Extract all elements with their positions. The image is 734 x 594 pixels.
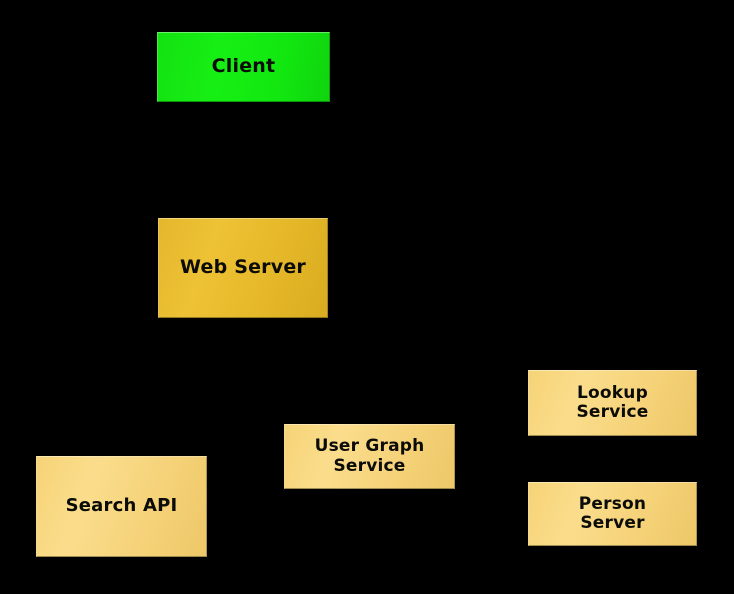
node-label-web-server: Web Server bbox=[180, 256, 306, 279]
diagram-node-person-server[interactable]: Person Server bbox=[528, 482, 697, 546]
diagram-node-user-graph-service[interactable]: User Graph Service bbox=[284, 424, 455, 489]
node-label-client: Client bbox=[211, 55, 276, 78]
node-label-lookup-service: Lookup Service bbox=[576, 382, 649, 422]
node-label-person-server: Person Server bbox=[578, 493, 647, 533]
diagram-node-lookup-service[interactable]: Lookup Service bbox=[528, 370, 697, 436]
diagram-node-search-api[interactable]: Search API bbox=[36, 456, 207, 557]
node-label-search-api: Search API bbox=[65, 495, 178, 517]
node-label-user-graph-service: User Graph Service bbox=[314, 436, 425, 476]
diagram-node-client[interactable]: Client bbox=[157, 32, 330, 102]
diagram-node-web-server[interactable]: Web Server bbox=[158, 218, 328, 318]
